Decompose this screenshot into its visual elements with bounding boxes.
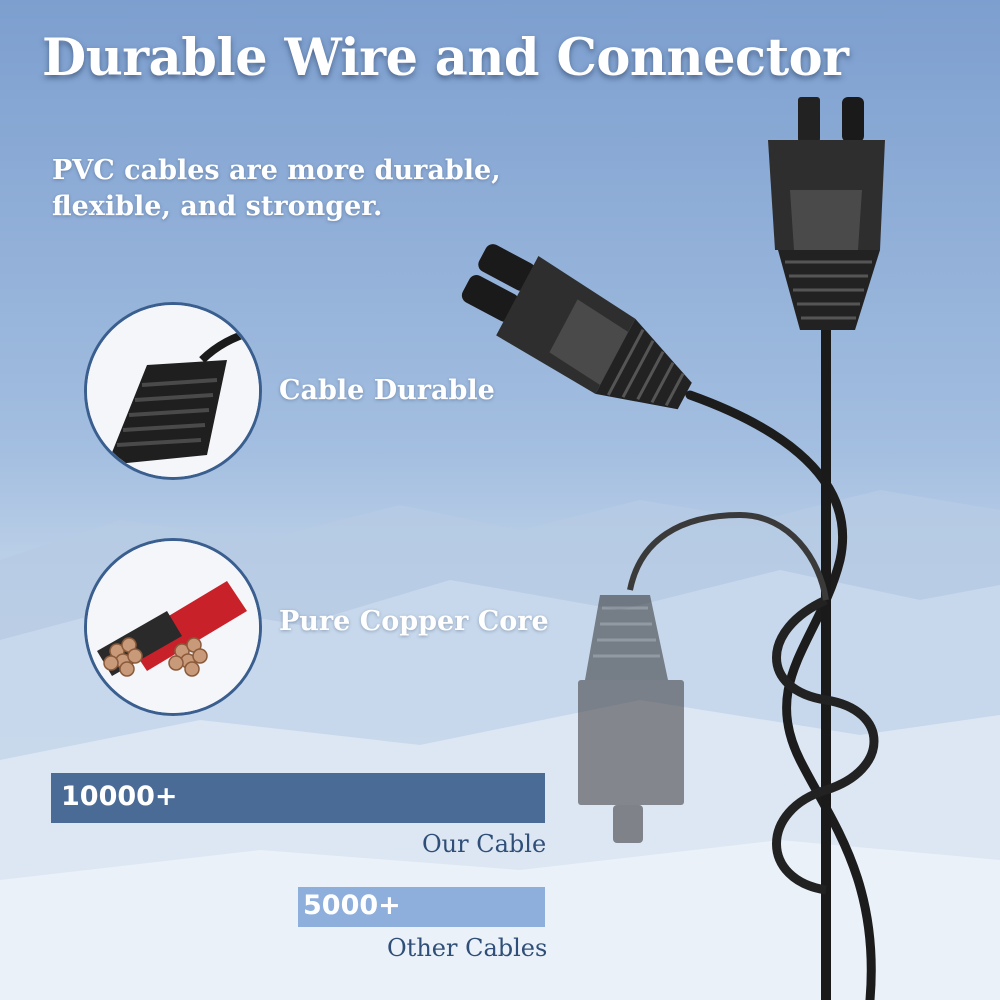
- copper-core-icon: [84, 538, 262, 716]
- subtitle-line-2: flexible, and stronger.: [52, 191, 383, 222]
- connector-closeup-icon: [84, 302, 262, 480]
- cable-coil: [772, 595, 879, 895]
- bar-our-cable: [51, 773, 545, 823]
- bar-value-other-cables: 5000+: [303, 890, 401, 921]
- feature-label-cable-durable: Cable Durable: [279, 375, 495, 406]
- subtitle: PVC cables are more durable, flexible, a…: [52, 153, 522, 225]
- bar-other-cables: [298, 887, 545, 927]
- cable-wire-left: [685, 390, 876, 1000]
- bar-value-our-cable: 10000+: [61, 781, 178, 812]
- cable-wire-ghost: [627, 511, 829, 601]
- connector-ghost-icon: [578, 595, 684, 843]
- connector-tilted-icon: [461, 244, 692, 410]
- page-title: Durable Wire and Connector: [42, 28, 849, 88]
- connector-top-icon: [768, 97, 885, 330]
- feature-label-copper-core: Pure Copper Core: [279, 606, 549, 637]
- bar-label-our-cable: Our Cable: [422, 830, 547, 858]
- subtitle-line-1: PVC cables are more durable,: [52, 155, 501, 186]
- bar-label-other-cables: Other Cables: [387, 934, 548, 962]
